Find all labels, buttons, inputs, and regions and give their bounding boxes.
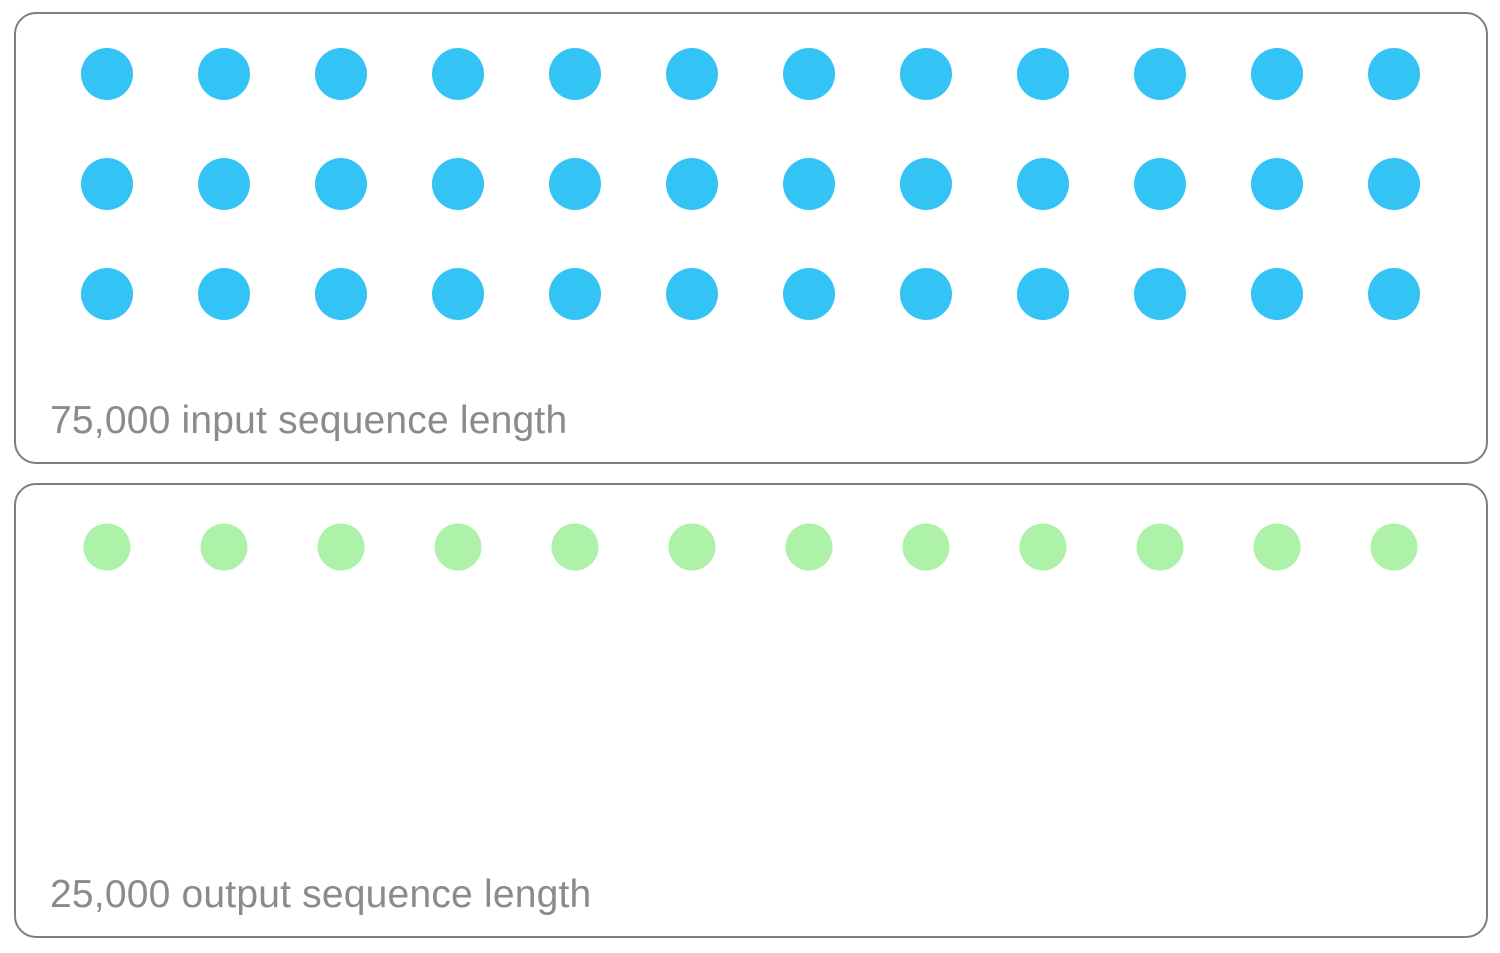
token-dot	[1134, 158, 1186, 210]
token-dot	[1017, 268, 1069, 320]
token-dot	[1253, 523, 1301, 571]
token-dot	[1251, 268, 1303, 320]
input-token-dot-grid	[16, 14, 1486, 462]
token-dot	[1368, 48, 1420, 100]
token-dot	[1251, 158, 1303, 210]
input-sequence-caption: 75,000 input sequence length	[50, 399, 568, 442]
token-dot	[432, 48, 484, 100]
token-dot	[666, 268, 718, 320]
token-dot	[1370, 523, 1418, 571]
token-dot	[783, 268, 835, 320]
token-dot	[198, 268, 250, 320]
token-dot	[315, 158, 367, 210]
token-dot	[81, 158, 133, 210]
token-dot	[1134, 268, 1186, 320]
token-dot	[1368, 158, 1420, 210]
token-dot	[315, 48, 367, 100]
token-dot	[1368, 268, 1420, 320]
token-dot	[668, 523, 716, 571]
token-dot	[549, 48, 601, 100]
token-dot	[1136, 523, 1184, 571]
token-dot	[549, 158, 601, 210]
token-dot	[666, 48, 718, 100]
token-dot	[1019, 523, 1067, 571]
token-dot	[198, 158, 250, 210]
output-sequence-caption: 25,000 output sequence length	[50, 873, 592, 916]
token-dot	[549, 268, 601, 320]
token-dot	[1017, 48, 1069, 100]
token-dot	[83, 523, 131, 571]
token-dot	[551, 523, 599, 571]
token-dot	[666, 158, 718, 210]
token-dot	[900, 158, 952, 210]
token-dot	[1017, 158, 1069, 210]
token-dot	[900, 268, 952, 320]
token-dot	[434, 523, 482, 571]
token-dot	[432, 268, 484, 320]
token-dot	[315, 268, 367, 320]
output-token-dot-grid	[16, 485, 1486, 936]
token-dot	[81, 268, 133, 320]
token-dot	[1251, 48, 1303, 100]
input-sequence-card: 75,000 input sequence length	[14, 12, 1488, 464]
token-dot	[200, 523, 248, 571]
token-dot	[432, 158, 484, 210]
token-dot	[1134, 48, 1186, 100]
token-dot	[81, 48, 133, 100]
token-dot	[902, 523, 950, 571]
token-dot	[900, 48, 952, 100]
token-dot	[317, 523, 365, 571]
output-sequence-card: 25,000 output sequence length	[14, 483, 1488, 938]
token-dot	[783, 158, 835, 210]
token-dot	[783, 48, 835, 100]
token-dot	[785, 523, 833, 571]
token-dot	[198, 48, 250, 100]
